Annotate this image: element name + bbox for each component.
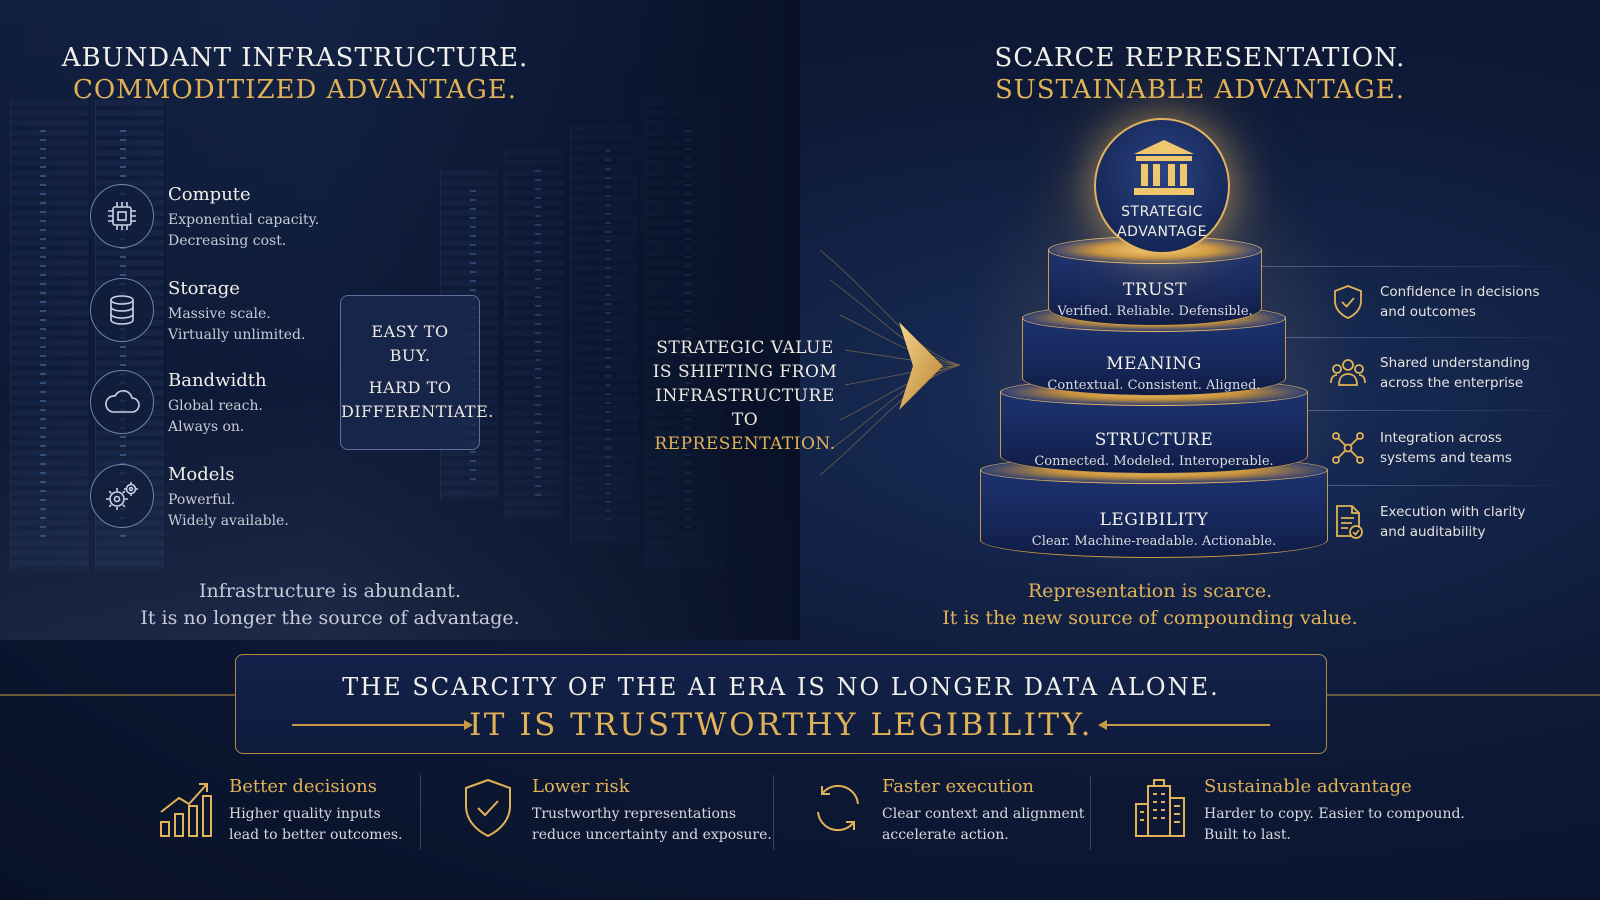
tier-subtitle: Contextual. Consistent. Aligned. — [1047, 378, 1261, 393]
infra-bandwidth: Bandwidth Global reach. Always on. — [90, 370, 350, 440]
tier-title: MEANING — [1106, 354, 1202, 374]
left-caption-line1: Infrastructure is abundant. — [198, 580, 461, 602]
infra-storage: Storage Massive scale. Virtually unlimit… — [90, 278, 350, 348]
footer-title: Faster execution — [882, 776, 1034, 797]
footer-better-decisions: Better decisions Higher quality inputs l… — [157, 772, 417, 852]
footer-sustainable-advantage: Sustainable advantage Harder to copy. Ea… — [1132, 772, 1465, 852]
shift-line3: INFRASTRUCTURE TO — [655, 386, 835, 430]
shield-check-icon — [465, 778, 511, 838]
infra-compute: Compute Exponential capacity. Decreasing… — [90, 184, 350, 254]
cycle-arrows-icon — [817, 784, 859, 832]
shield-check-icon — [1334, 285, 1362, 319]
left-caption-line2: It is no longer the source of advantage. — [140, 607, 520, 629]
people-icon — [1330, 359, 1366, 386]
left-heading-line1: ABUNDANT INFRASTRUCTURE. — [61, 43, 529, 73]
banner-line1: THE SCARCITY OF THE AI ERA IS NO LONGER … — [342, 673, 1220, 701]
infra-desc: Exponential capacity. Decreasing cost. — [168, 212, 320, 249]
infra-title: Bandwidth — [168, 370, 267, 391]
banner-arrow-right — [1106, 724, 1270, 726]
footer-desc: Clear context and alignment accelerate a… — [882, 806, 1085, 843]
left-caption: Infrastructure is abundant. It is no lon… — [110, 578, 550, 632]
right-caption-line1: Representation is scarce. — [1027, 580, 1273, 602]
tier-title: TRUST — [1123, 280, 1187, 300]
left-heading-line2: COMMODITIZED ADVANTAGE. — [72, 75, 518, 105]
right-heading: SCARCE REPRESENTATION. SUSTAINABLE ADVAN… — [980, 42, 1420, 106]
infra-title: Storage — [168, 278, 240, 299]
benefit-text: Execution with clarity and auditability — [1380, 504, 1526, 540]
arrow-right-icon — [464, 720, 473, 730]
right-heading-line2: SUSTAINABLE ADVANTAGE. — [994, 75, 1406, 105]
benefit-text: Integration across systems and teams — [1380, 430, 1512, 466]
footer-title: Sustainable advantage — [1204, 776, 1412, 797]
benefit-text: Confidence in decisions and outcomes — [1380, 284, 1540, 320]
shift-line1: STRATEGIC VALUE — [656, 338, 834, 358]
right-heading-line1: SCARCE REPRESENTATION. — [994, 43, 1406, 73]
buildings-icon — [1135, 779, 1185, 837]
crown-label: STRATEGIC ADVANTAGE — [1117, 204, 1207, 240]
infra-title: Models — [168, 464, 235, 485]
chevron-right-icon — [899, 322, 943, 410]
infra-desc: Global reach. Always on. — [168, 398, 263, 435]
growth-chart-icon — [160, 783, 212, 837]
benefit-execution: Execution with clarity and auditability — [1328, 502, 1568, 562]
benefit-confidence: Confidence in decisions and outcomes — [1328, 282, 1568, 342]
footer-faster-execution: Faster execution Clear context and align… — [810, 772, 1084, 852]
easy-box-line1: EASY TO — [371, 322, 449, 341]
left-heading: ABUNDANT INFRASTRUCTURE. COMMODITIZED AD… — [60, 42, 530, 106]
footer-title: Lower risk — [532, 776, 630, 797]
footer-title: Better decisions — [229, 776, 377, 797]
right-caption: Representation is scarce. It is the new … — [930, 578, 1370, 632]
shift-statement: STRATEGIC VALUE IS SHIFTING FROM INFRAST… — [650, 336, 840, 456]
footer-lower-risk: Lower risk Trustworthy representations r… — [460, 772, 772, 852]
document-check-icon — [1336, 505, 1363, 539]
infra-models: Models Powerful. Widely available. — [90, 464, 350, 534]
banner-line2: IT IS TRUSTWORTHY LEGIBILITY. — [469, 707, 1093, 743]
footer-desc: Harder to copy. Easier to compound. Buil… — [1204, 806, 1465, 843]
banner-arrow-left — [292, 724, 466, 726]
shift-line2: IS SHIFTING FROM — [652, 362, 838, 382]
infra-title: Compute — [168, 184, 251, 205]
benefit-integration: Integration across systems and teams — [1328, 428, 1568, 488]
tier-subtitle: Clear. Machine-readable. Actionable. — [1031, 534, 1277, 549]
infra-desc: Powerful. Widely available. — [168, 492, 289, 529]
network-icon — [1332, 432, 1364, 464]
banner: THE SCARCITY OF THE AI ERA IS NO LONGER … — [235, 654, 1327, 754]
cloud-icon — [90, 370, 154, 434]
easy-box-line2: BUY. — [389, 346, 431, 365]
tier-subtitle: Connected. Modeled. Interoperable. — [1034, 454, 1274, 469]
gears-icon — [90, 464, 154, 528]
infra-desc: Massive scale. Virtually unlimited. — [168, 306, 306, 343]
chip-icon — [90, 184, 154, 248]
strategic-advantage-crown: STRATEGIC ADVANTAGE — [1094, 118, 1230, 254]
tier-subtitle: Verified. Reliable. Defensible. — [1057, 304, 1253, 319]
easy-to-buy-box: EASY TO BUY. HARD TO DIFFERENTIATE. — [340, 295, 494, 450]
easy-box-line4: DIFFERENTIATE. — [341, 402, 494, 421]
database-icon — [90, 278, 154, 342]
footer-desc: Trustworthy representations reduce uncer… — [532, 806, 772, 843]
shift-line4: REPRESENTATION. — [654, 434, 836, 454]
easy-box-line3: HARD TO — [368, 378, 452, 397]
right-caption-line2: It is the new source of compounding valu… — [942, 607, 1358, 629]
benefit-text: Shared understanding across the enterpri… — [1380, 355, 1530, 391]
benefit-shared-understanding: Shared understanding across the enterpri… — [1328, 353, 1568, 413]
footer-desc: Higher quality inputs lead to better out… — [229, 806, 403, 843]
tier-title: LEGIBILITY — [1099, 510, 1209, 530]
institution-icon — [1134, 140, 1194, 195]
tier-title: STRUCTURE — [1094, 430, 1214, 450]
arrow-left-icon — [1098, 720, 1107, 730]
